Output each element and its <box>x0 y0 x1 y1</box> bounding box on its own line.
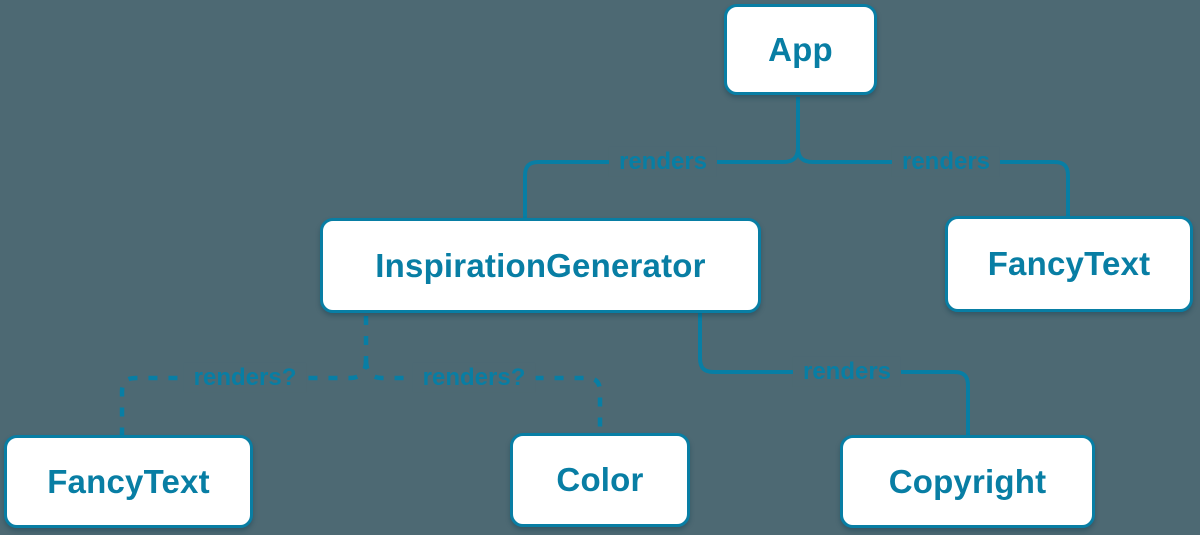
node-copyright: Copyright <box>840 435 1095 528</box>
node-inspiration-generator-label: InspirationGenerator <box>375 246 706 284</box>
edge-app-to-inspiration-generator <box>523 147 800 218</box>
edge-app-to-fancy-text-top <box>796 147 1070 216</box>
node-copyright-label: Copyright <box>888 462 1047 500</box>
node-fancy-text-top-label: FancyText <box>987 245 1151 282</box>
edge-label-renders-question-color: renders? <box>412 362 536 394</box>
node-color-label: Color <box>556 461 644 498</box>
edge-label-renders-app-fancy-text: renders <box>891 146 1001 178</box>
edge-inspiration-generator-to-color <box>363 359 603 433</box>
node-fancy-text-bottom-label: FancyText <box>47 462 210 500</box>
node-inspiration-generator: InspirationGenerator <box>320 218 761 313</box>
edge-inspiration-generator-to-fancy-text-bottom <box>119 359 369 435</box>
edge-label-renders-copyright: renders <box>792 356 902 388</box>
node-app-label: App <box>768 30 833 68</box>
node-fancy-text-top: FancyText <box>945 216 1193 312</box>
node-app: App <box>724 4 877 95</box>
edge-label-renders-app-inspiration-generator: renders <box>608 146 718 178</box>
edge-label-renders-question-fancy-text: renders? <box>183 362 307 394</box>
node-color: Color <box>510 433 690 527</box>
node-fancy-text-bottom: FancyText <box>4 435 253 528</box>
